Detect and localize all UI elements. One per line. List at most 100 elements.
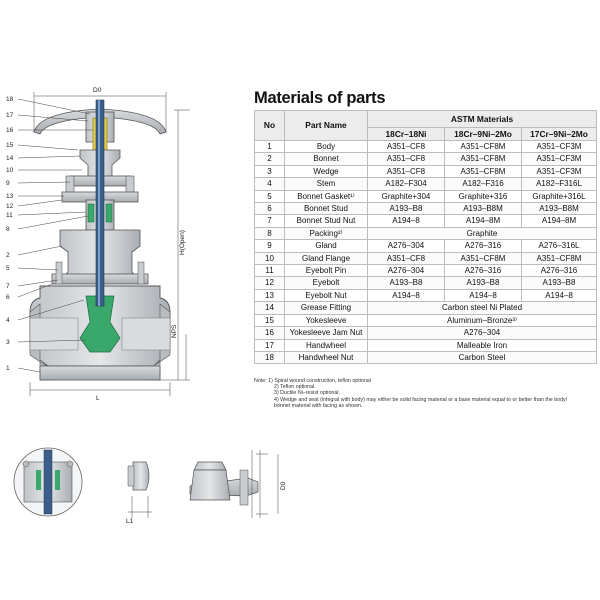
dim-l1-label: L1 xyxy=(126,518,134,525)
part-name-cell: Bonnet xyxy=(284,152,368,166)
material-cell: A351–CF3M xyxy=(521,152,597,166)
material-cell: A351–CF3M xyxy=(521,139,597,154)
callout-18: 18 xyxy=(6,96,14,103)
row-number: 4 xyxy=(254,177,285,191)
material-cell-merged: Carbon steel Ni Plated xyxy=(367,301,597,315)
callout-3: 3 xyxy=(6,339,10,346)
col-header-astm-group: ASTM Materials xyxy=(367,110,597,128)
row-number: 10 xyxy=(254,251,285,266)
row-number: 9 xyxy=(254,239,285,253)
part-name-cell: Yokesleeve xyxy=(284,313,368,328)
material-cell-merged: Malleable Iron xyxy=(367,338,597,352)
row-number: 1 xyxy=(254,139,285,154)
callout-15: 15 xyxy=(6,142,14,149)
detail-top-view xyxy=(189,450,279,518)
material-cell: A276–316 xyxy=(444,239,522,253)
wedge xyxy=(79,295,121,353)
material-cell: A194–8 xyxy=(367,214,445,228)
part-name-cell: Stem xyxy=(284,177,368,191)
material-cell: Graphite+304 xyxy=(367,189,445,204)
material-cell: A351–CF8M xyxy=(444,152,522,166)
callout-leaders xyxy=(17,98,93,373)
part-name-cell: Packing²⁾ xyxy=(284,226,368,241)
callout-12: 12 xyxy=(6,203,14,210)
materials-table: No Part Name ASTM Materials 18Cr–18Ni 18… xyxy=(254,110,597,365)
material-cell-merged: Aluminum–Bronze³⁾ xyxy=(367,313,597,328)
materials-title: Materials of parts xyxy=(254,89,386,107)
material-cell: A193–B8M xyxy=(444,202,522,216)
callout-8: 8 xyxy=(6,226,10,233)
material-cell: A351–CF8 xyxy=(367,139,445,154)
row-number: 7 xyxy=(254,214,285,228)
row-number: 11 xyxy=(254,264,285,278)
row-number: 2 xyxy=(254,152,285,166)
part-name-cell: Handwheel Nut xyxy=(284,350,368,365)
material-cell: A194–8 xyxy=(444,288,522,303)
callout-1: 1 xyxy=(6,365,10,372)
row-number: 3 xyxy=(254,164,285,179)
part-name-cell: Yokesleeve Jam Nut xyxy=(284,326,368,340)
row-number: 14 xyxy=(254,301,285,315)
material-cell: A276–316 xyxy=(521,264,597,278)
part-name-cell: Handwheel xyxy=(284,338,368,352)
material-cell: A193–B8 xyxy=(367,202,445,216)
table-notes: Note: 1) Spiral wound construction, tefl… xyxy=(254,378,567,409)
material-cell: A194–8 xyxy=(367,288,445,303)
material-cell-merged: Carbon Steel xyxy=(367,350,597,365)
dim-d0-label: D0 xyxy=(93,87,102,94)
callout-17: 17 xyxy=(6,112,14,119)
row-number: 18 xyxy=(254,350,285,365)
detail-end-view xyxy=(127,461,152,518)
callout-5: 5 xyxy=(6,265,10,272)
material-cell-merged: A276–304 xyxy=(367,326,597,340)
row-number: 15 xyxy=(254,313,285,328)
material-cell: A182–F304 xyxy=(367,177,445,191)
material-cell: A351–CF8 xyxy=(367,152,445,166)
callout-numbers: 18 17 16 15 14 10 9 13 12 11 8 2 5 7 6 4… xyxy=(6,96,14,372)
col-header-grade-3: 17Cr–9Ni–2Mo xyxy=(521,127,597,141)
material-cell: Graphite+316L xyxy=(521,189,597,204)
material-cell: A193–B8 xyxy=(367,276,445,290)
row-number: 6 xyxy=(254,202,285,216)
col-header-grade-2: 18Cr–9Ni–2Mo xyxy=(444,127,522,141)
dim-nps-label: NPS xyxy=(171,324,178,338)
callout-16: 16 xyxy=(6,127,14,134)
material-cell: A276–304 xyxy=(367,239,445,253)
part-name-cell: Eyebolt xyxy=(284,276,368,290)
material-cell: A194–8M xyxy=(521,214,597,228)
row-number: 16 xyxy=(254,326,285,340)
callout-4: 4 xyxy=(6,317,10,324)
note-line: 3) Ductile Ni–resist optional. xyxy=(274,390,340,397)
material-cell: A182–F316 xyxy=(444,177,522,191)
part-name-cell: Wedge xyxy=(284,164,368,179)
note-line: 4) Wedge and seat (integral with body) m… xyxy=(274,396,568,403)
row-number: 8 xyxy=(254,226,285,241)
row-number: 17 xyxy=(254,338,285,352)
material-cell: A351–CF8M xyxy=(444,251,522,266)
callout-11: 11 xyxy=(6,212,13,219)
material-cell: A276–304 xyxy=(367,264,445,278)
callout-13: 13 xyxy=(6,193,14,200)
note-line: bonnet material with facing as shown. xyxy=(274,402,363,409)
callout-6: 6 xyxy=(6,294,10,301)
part-name-cell: Eyebolt Pin xyxy=(284,264,368,278)
dimension-lines xyxy=(29,92,190,396)
material-cell: A351–CF8 xyxy=(367,251,445,266)
material-cell: A194–8 xyxy=(521,288,597,303)
